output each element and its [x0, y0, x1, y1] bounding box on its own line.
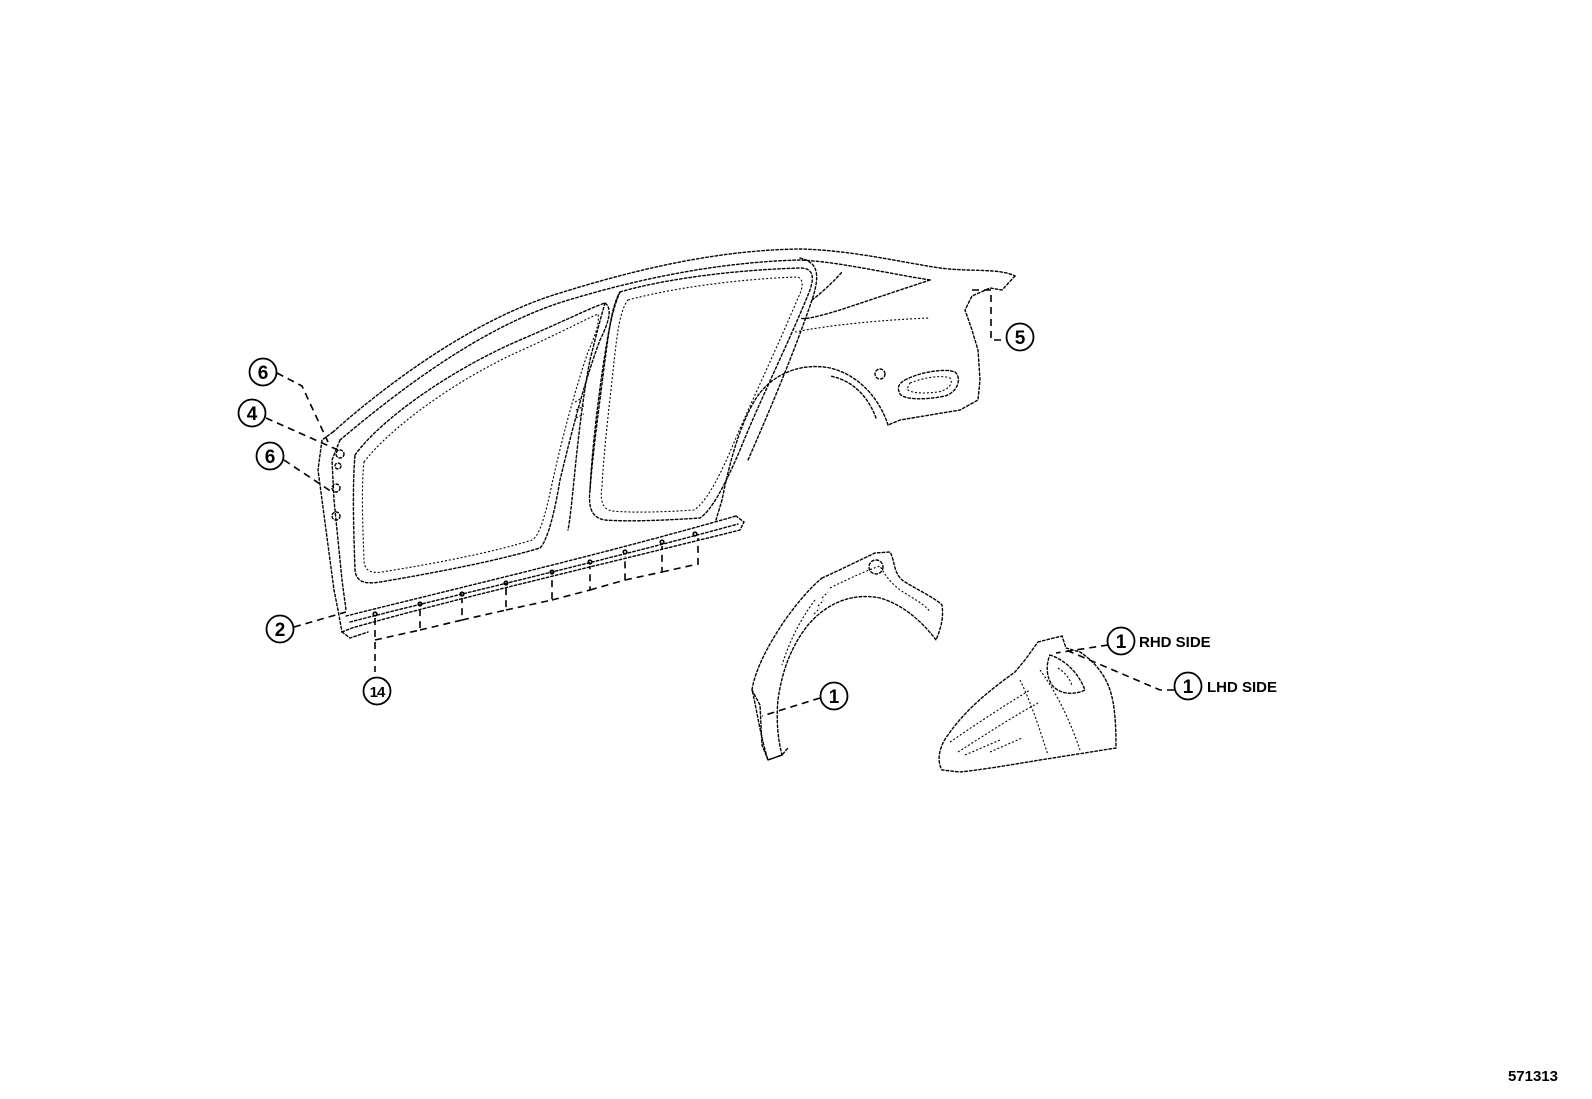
callout-14-number: 14	[370, 684, 386, 701]
sill-leaders	[374, 538, 699, 672]
sill-holes	[372, 531, 698, 617]
callout-1-front-number: 1	[829, 687, 840, 708]
callout-2-number: 2	[275, 620, 286, 641]
callout-1-rhd: 1	[1106, 626, 1136, 656]
callout-5: 5	[1005, 322, 1035, 352]
rhd-side-label: RHD SIDE	[1139, 634, 1211, 651]
callout-4: 4	[237, 398, 267, 428]
callout-1-front: 1	[819, 681, 849, 711]
callout-2: 2	[265, 614, 295, 644]
lhd-side-label: LHD SIDE	[1207, 679, 1277, 696]
callout-4-number: 4	[247, 404, 258, 425]
callout-6-top-number: 6	[258, 363, 269, 384]
wheel-house-rear-inner	[938, 635, 1117, 773]
leader-lines	[265, 289, 1174, 717]
callout-5-number: 5	[1015, 328, 1026, 349]
callout-1-rhd-number: 1	[1116, 632, 1127, 653]
side-panel-outer	[317, 248, 1016, 639]
callout-6-top: 6	[248, 357, 278, 387]
wheel-house-front	[751, 551, 944, 761]
illustration-reference-code: 571313	[1508, 1068, 1558, 1085]
callout-1-lhd-number: 1	[1183, 677, 1194, 698]
callout-1-lhd: 1	[1173, 671, 1203, 701]
callout-6-lower: 6	[255, 441, 285, 471]
callout-6-lower-number: 6	[265, 447, 276, 468]
callout-14: 14	[362, 676, 392, 706]
